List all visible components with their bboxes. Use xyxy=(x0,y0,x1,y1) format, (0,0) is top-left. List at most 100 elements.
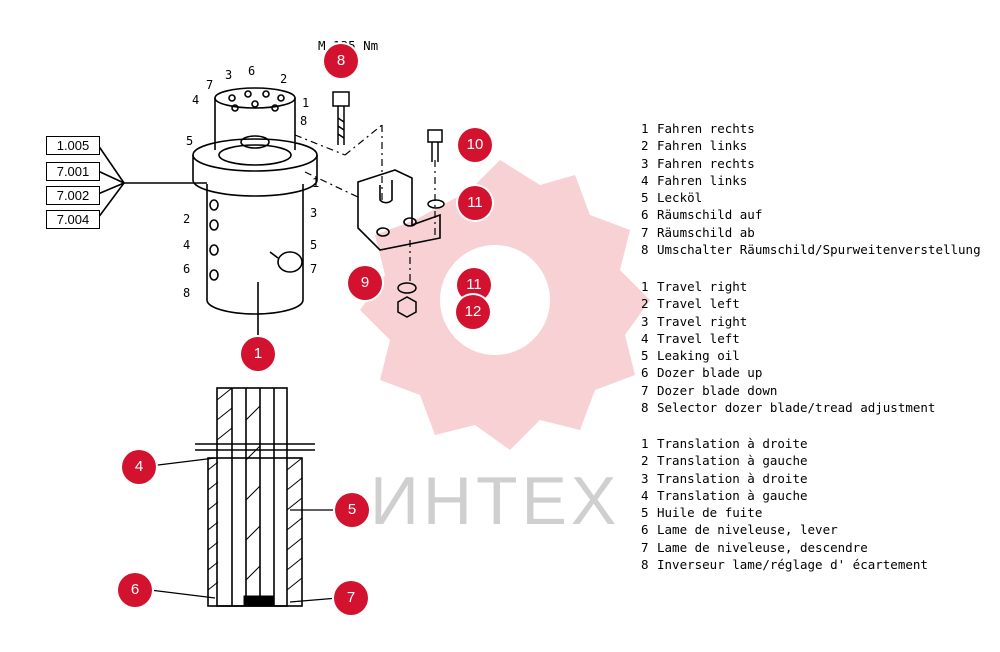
callout-number: 4 xyxy=(192,93,200,107)
legend-row: 4 Travel left xyxy=(641,330,935,347)
legend-number: 4 xyxy=(641,487,649,503)
legend-row: 7 Dozer blade down xyxy=(641,382,935,399)
legend-number: 2 xyxy=(641,453,649,469)
legend-number: 3 xyxy=(641,470,649,486)
callout-number: 8 xyxy=(300,114,308,128)
bracket-drawing xyxy=(357,169,441,251)
callout-number: 7 xyxy=(310,262,318,276)
legend-text: Lecköl xyxy=(657,190,703,206)
legend-number: 3 xyxy=(641,155,649,171)
legend-number: 2 xyxy=(641,138,649,154)
legend-text: Travel left xyxy=(657,330,740,346)
bubble-6: 6 xyxy=(118,573,152,607)
callout-number: 8 xyxy=(183,286,191,300)
callout-number: 1 xyxy=(312,176,320,190)
callout-number: 3 xyxy=(225,68,233,82)
legend-text: Umschalter Räumschild/Spurweitenverstell… xyxy=(657,242,981,258)
legend-number: 7 xyxy=(641,224,649,240)
legend-number: 8 xyxy=(641,242,649,258)
legend-text: Räumschild ab xyxy=(657,224,755,240)
ref-box: 7.001 xyxy=(46,162,100,181)
legend-text: Lame de niveleuse, descendre xyxy=(657,539,868,555)
legend-text: Huile de fuite xyxy=(657,505,763,521)
legend-row: 5 Leaking oil xyxy=(641,347,935,364)
bubble-11: 11 xyxy=(458,186,492,220)
legend-row: 3 Translation à droite xyxy=(641,470,928,487)
legend-text: Fahren rechts xyxy=(657,155,755,171)
legend-row: 5 Lecköl xyxy=(641,189,981,206)
legend-row: 1 Travel right xyxy=(641,278,935,295)
bubble-10: 10 xyxy=(458,128,492,162)
legend-row: 1 Fahren rechts xyxy=(641,120,981,137)
legend-number: 5 xyxy=(641,505,649,521)
callout-number: 5 xyxy=(310,238,318,252)
ref-box: 7.004 xyxy=(46,210,100,229)
legend-text: Dozer blade down xyxy=(657,382,778,398)
legend-number: 5 xyxy=(641,348,649,364)
legend-text: Translation à droite xyxy=(657,436,808,451)
legend-text: Leaking oil xyxy=(657,348,740,364)
legend-row: 8 Umschalter Räumschild/Spurweitenverstel… xyxy=(641,241,981,258)
section-view-drawing xyxy=(195,387,315,607)
bubble-4: 4 xyxy=(122,450,156,484)
legend-number: 8 xyxy=(641,557,649,573)
legend-text: Travel right xyxy=(657,279,748,294)
legend-text: Lame de niveleuse, lever xyxy=(657,522,838,538)
callout-number: 7 xyxy=(206,78,214,92)
legend-row: 6 Dozer blade up xyxy=(641,364,935,381)
legend-row: 7 Lame de niveleuse, descendre xyxy=(641,539,928,556)
legend-text: Räumschild auf xyxy=(657,207,763,223)
watermark-gear-icon xyxy=(360,160,650,450)
legend-text: Inverseur lame/réglage d' écartement xyxy=(657,557,928,573)
callout-number: 4 xyxy=(183,238,191,252)
legend-number: 3 xyxy=(641,313,649,329)
legend-number: 7 xyxy=(641,539,649,555)
watermark-text: ИНТЕХ xyxy=(370,463,621,539)
section-hatching xyxy=(207,387,303,607)
callout-number: 5 xyxy=(186,134,194,148)
bubble-8: 8 xyxy=(324,44,358,78)
callout-number: 2 xyxy=(183,212,191,226)
screw-drawing xyxy=(427,129,443,162)
legend-number: 6 xyxy=(641,365,649,381)
legend-number: 1 xyxy=(641,121,649,136)
ref-box: 1.005 xyxy=(46,136,100,155)
callout-number: 1 xyxy=(302,96,310,110)
legend-number: 1 xyxy=(641,279,649,294)
legend-row: 2 Fahren links xyxy=(641,137,981,154)
legend-row: 3 Fahren rechts xyxy=(641,155,981,172)
legend-text: Travel left xyxy=(657,296,740,312)
bubble-9: 9 xyxy=(348,266,382,300)
bubble-7: 7 xyxy=(334,581,368,615)
legend-text: Fahren rechts xyxy=(657,121,755,136)
legend-number: 4 xyxy=(641,330,649,346)
callout-number: 6 xyxy=(248,64,256,78)
legend-number: 4 xyxy=(641,172,649,188)
legend-row: 1 Translation à droite xyxy=(641,435,928,452)
legend-text: Dozer blade up xyxy=(657,365,763,381)
callout-number: 2 xyxy=(280,72,288,86)
callout-number: 6 xyxy=(183,262,191,276)
legend-number: 1 xyxy=(641,436,649,451)
legend-number: 7 xyxy=(641,382,649,398)
legend-number: 8 xyxy=(641,400,649,416)
bubble-12: 12 xyxy=(456,295,490,329)
legend-text: Fahren links xyxy=(657,138,748,154)
legend-row: 8 Inverseur lame/réglage d' écartement xyxy=(641,556,928,573)
legend-row: 7 Räumschild ab xyxy=(641,224,981,241)
legend-text: Translation à droite xyxy=(657,470,808,486)
legend-number: 5 xyxy=(641,190,649,206)
bolt-drawing xyxy=(332,91,350,145)
legend-number: 2 xyxy=(641,296,649,312)
